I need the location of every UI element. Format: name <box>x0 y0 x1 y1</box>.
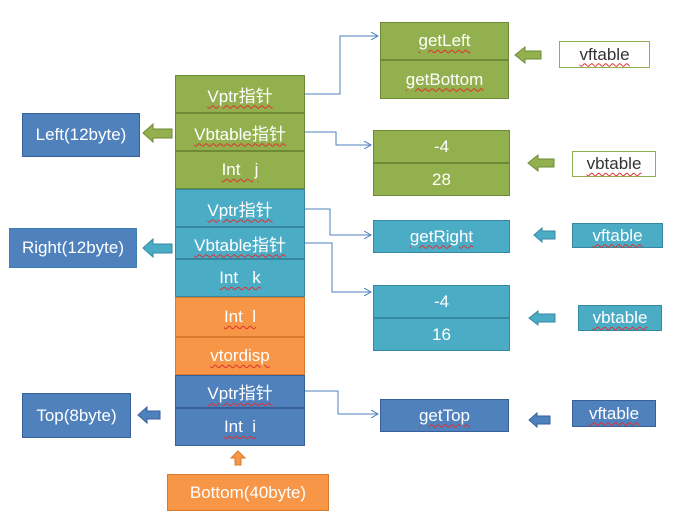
connector-right-vbptr <box>305 242 371 292</box>
arrow-bottom-orange-icon <box>229 450 247 466</box>
connector-left-vptr <box>305 36 378 95</box>
stack-int-i: Int i <box>175 408 305 446</box>
arrow-right-vbtable-icon <box>528 309 556 327</box>
top-vftable-entry-0: getTop <box>380 399 509 432</box>
stack-top-vptr: Vptr指针 <box>175 375 305 408</box>
stack-int-j: Int j <box>175 151 305 189</box>
stack-int-l: Int l <box>175 297 305 337</box>
connector-left-vbptr <box>305 131 371 145</box>
arrow-left-vftable-icon <box>514 45 542 65</box>
tag-left-vftable: vftable <box>559 41 650 68</box>
stack-vtordisp: vtordisp <box>175 337 305 375</box>
right-vbtable-entry-0: -4 <box>373 285 510 318</box>
label-left-size: Left(12byte) <box>22 113 140 157</box>
stack-left-vptr: Vptr指针 <box>175 75 305 113</box>
connector-right-vptr <box>305 208 371 235</box>
arrow-top-vftable-icon <box>528 411 551 429</box>
left-vbtable-entry-1: 28 <box>373 163 510 196</box>
label-bottom-size: Bottom(40byte) <box>167 474 329 511</box>
tag-top-vftable: vftable <box>572 400 656 427</box>
stack-right-vbptr: Vbtable指针 <box>175 227 305 259</box>
tag-right-vftable: vftable <box>572 223 663 248</box>
left-vbtable-entry-0: -4 <box>373 130 510 163</box>
stack-int-k: Int k <box>175 259 305 297</box>
arrow-left-green-icon <box>142 122 173 144</box>
arrow-right-vftable-icon <box>533 226 556 244</box>
arrow-top-blue-icon <box>137 405 161 425</box>
left-vftable-entry-1: getBottom <box>380 60 509 99</box>
arrow-left-vbtable-icon <box>527 153 555 173</box>
right-vftable-entry-0: getRight <box>373 220 510 253</box>
stack-right-vptr: Vptr指针 <box>175 189 305 227</box>
arrow-right-teal-icon <box>142 237 173 259</box>
left-vftable-entry-0: getLeft <box>380 22 509 60</box>
label-top-size: Top(8byte) <box>22 393 131 438</box>
connector-top-vptr <box>305 390 378 414</box>
label-right-size: Right(12byte) <box>9 228 137 268</box>
tag-right-vbtable: vbtable <box>578 305 662 331</box>
stack-left-vbptr: Vbtable指针 <box>175 113 305 151</box>
right-vbtable-entry-1: 16 <box>373 318 510 351</box>
tag-left-vbtable: vbtable <box>572 151 656 177</box>
